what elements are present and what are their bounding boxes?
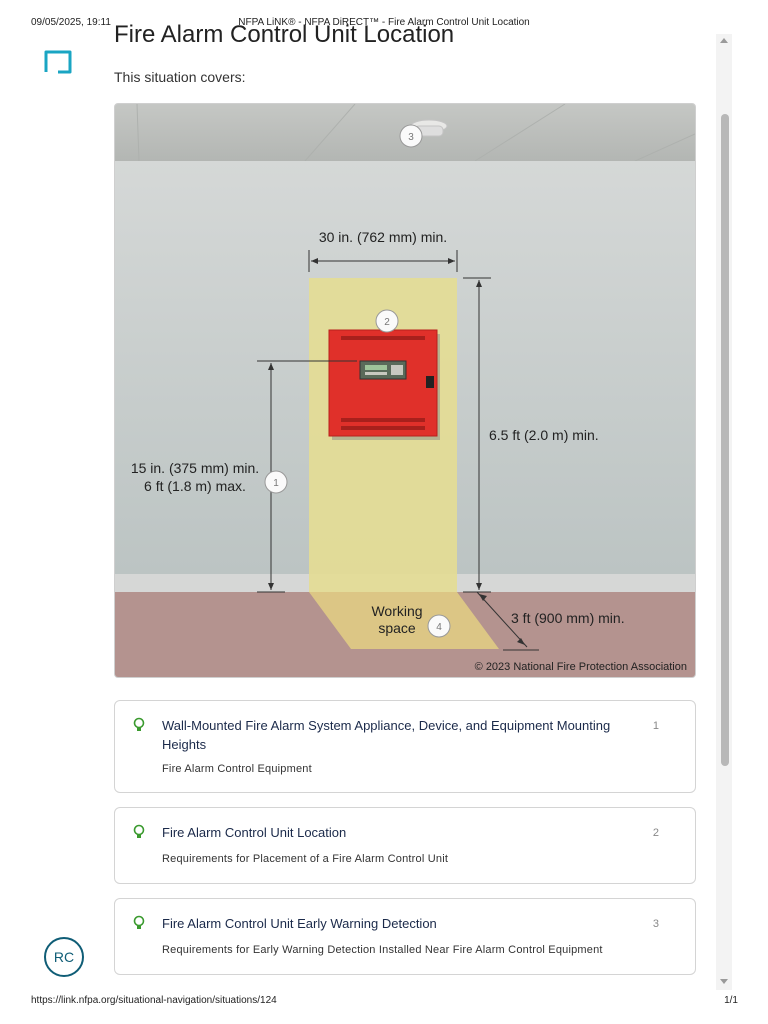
situation-card-subtitle: Requirements for Placement of a Fire Ala… [162,853,449,865]
situation-card-subtitle: Fire Alarm Control Equipment [162,763,312,775]
height-dimension-label: 6.5 ft (2.0 m) min. [489,427,599,443]
svg-text:4: 4 [436,622,442,633]
print-document-title: NFPA LiNK® - NFPA DiRECT™ - Fire Alarm C… [238,17,530,28]
working-space-label-2: space [378,620,416,636]
lightbulb-icon [133,717,145,731]
lightbulb-icon [133,824,145,838]
intro-text: This situation covers: [114,69,246,85]
app-logo-icon[interactable] [44,50,72,74]
scroll-up-arrow-icon[interactable] [720,38,728,43]
situation-card-number: 3 [652,918,659,930]
situation-card-number: 1 [652,720,659,732]
svg-text:2: 2 [384,317,390,328]
mounting-height-label-2: 6 ft (1.8 m) max. [144,478,246,494]
fire-alarm-control-panel [328,329,440,440]
marker-4: 4 [427,614,451,638]
svg-text:1: 1 [273,478,279,489]
marker-1: 1 [264,470,288,494]
situation-card-3[interactable]: Fire Alarm Control Unit Early Warning De… [114,898,696,975]
print-footer: https://link.nfpa.org/situational-naviga… [0,995,768,1009]
situation-card-number: 2 [652,827,659,839]
situation-illustration: 30 in. (762 mm) min. 6.5 ft (2.0 m) min.… [114,103,696,678]
print-date: 09/05/2025, 19:11 [31,17,111,28]
situation-card-title[interactable]: Fire Alarm Control Unit Early Warning De… [162,916,437,931]
situation-card-1[interactable]: Wall-Mounted Fire Alarm System Appliance… [114,700,696,793]
marker-2: 2 [375,309,399,333]
print-header: 09/05/2025, 19:11 NFPA LiNK® - NFPA DiRE… [0,17,768,31]
situation-card-2[interactable]: Fire Alarm Control Unit Location 2 Requi… [114,807,696,884]
mounting-height-label-1: 15 in. (375 mm) min. [131,460,259,476]
situation-card-subtitle: Requirements for Early Warning Detection… [162,944,603,956]
scroll-down-arrow-icon[interactable] [720,979,728,984]
situation-card-title[interactable]: Fire Alarm Control Unit Location [162,825,347,840]
working-space-label-1: Working [371,603,422,619]
page-title: Fire Alarm Control Unit Location [114,22,455,48]
user-avatar[interactable]: RC [44,937,84,977]
print-page-count: 1/1 [724,995,738,1006]
vertical-scrollbar[interactable] [716,34,732,990]
width-dimension-label: 30 in. (762 mm) min. [319,229,447,245]
marker-3: 3 [399,124,423,148]
print-url: https://link.nfpa.org/situational-naviga… [31,995,277,1006]
svg-text:3: 3 [408,132,414,143]
working-space-floor [309,592,499,649]
situation-card-title[interactable]: Wall-Mounted Fire Alarm System Appliance… [162,718,611,752]
depth-dimension-label: 3 ft (900 mm) min. [511,610,625,626]
copyright-notice: © 2023 National Fire Protection Associat… [475,661,687,673]
scroll-thumb[interactable] [721,114,729,766]
lightbulb-icon [133,915,145,929]
